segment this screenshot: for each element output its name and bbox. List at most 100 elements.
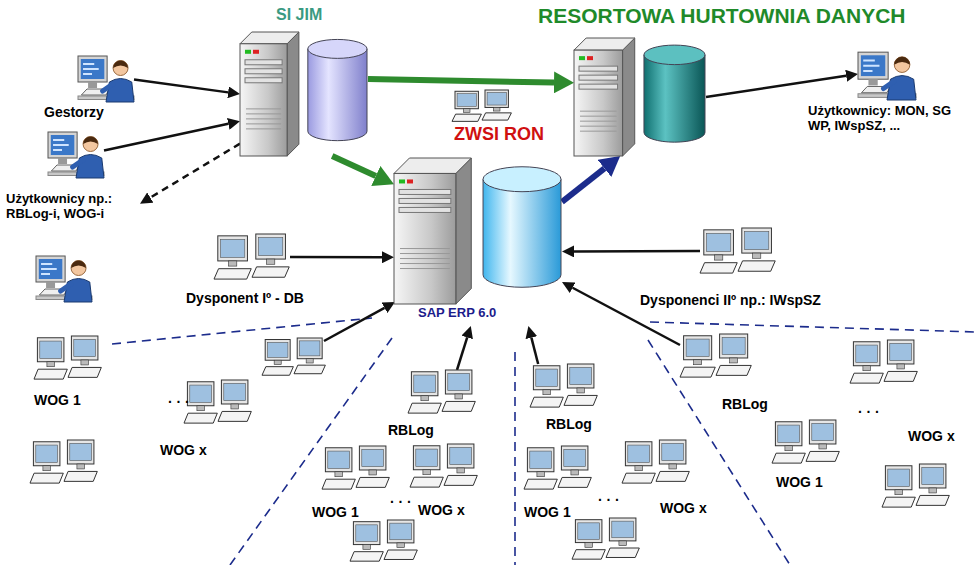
drive-bay xyxy=(579,75,618,80)
keyboard xyxy=(572,550,605,559)
workstation-icon xyxy=(34,336,102,380)
monitor-screen xyxy=(706,233,730,251)
workstation-icon xyxy=(572,518,639,559)
workstation-icon xyxy=(530,364,598,408)
monitor-stand xyxy=(306,359,313,363)
monitor-screen xyxy=(536,369,558,386)
monitor-stand xyxy=(929,488,936,493)
workstation-icon xyxy=(882,464,949,507)
monitor xyxy=(78,56,107,82)
keyboard xyxy=(34,369,67,379)
node-label: WOG 1 xyxy=(34,392,81,408)
keyboard xyxy=(656,471,689,481)
monitor xyxy=(218,236,248,261)
monitor-screen xyxy=(722,337,745,354)
monitor xyxy=(533,366,560,390)
monitor xyxy=(36,256,65,282)
keyboard xyxy=(772,453,805,463)
monitor-screen xyxy=(36,445,58,462)
sector-divider xyxy=(514,352,516,565)
keyboard xyxy=(882,497,915,507)
sector-divider xyxy=(648,340,790,565)
monitor-screen xyxy=(267,342,287,357)
monitor xyxy=(67,440,94,464)
keyboard xyxy=(530,397,563,407)
monitor xyxy=(71,336,98,360)
monitor xyxy=(445,370,472,394)
monitor xyxy=(885,466,912,490)
workstation-icon xyxy=(322,446,390,490)
workstation-icon xyxy=(680,334,752,378)
monitor xyxy=(858,52,888,79)
flow-arrow xyxy=(574,250,700,253)
server-top xyxy=(574,38,635,50)
monitor-stand xyxy=(619,541,626,546)
keyboard xyxy=(68,367,101,377)
node-label: WOG 1 xyxy=(312,504,359,520)
user-node: Użytkownicy np.: RBLog-i, WOG-i xyxy=(4,126,140,234)
monitor-stand xyxy=(669,464,676,469)
workstation-icon xyxy=(772,420,840,464)
keyboard xyxy=(350,552,383,561)
workstation-node: WOG x xyxy=(156,378,256,468)
flow-arrow xyxy=(531,338,538,364)
vent-line xyxy=(246,118,281,119)
keyboard xyxy=(64,471,97,481)
monitor-stand xyxy=(694,360,702,365)
monitor xyxy=(48,132,77,158)
monitor-stand xyxy=(863,366,870,371)
screen-detail xyxy=(53,140,69,150)
monitor-stand xyxy=(266,259,274,264)
monitor xyxy=(359,446,386,470)
workstation-node: WOG 1 xyxy=(768,418,848,494)
monitor-screen xyxy=(457,94,476,107)
user-node: Użytkownicy: MON, SG WP, IWspSZ, ... xyxy=(806,46,976,156)
workstation-node: WOG x xyxy=(406,442,486,522)
flow-arrow xyxy=(368,79,554,82)
monitor xyxy=(221,380,248,404)
vent-line xyxy=(580,126,617,127)
monitor-stand xyxy=(88,82,97,88)
keyboard xyxy=(444,475,477,485)
monitor-screen xyxy=(81,59,105,79)
monitor xyxy=(704,230,734,255)
workstation-node: Dysponenci IIº np.: IWspSZ xyxy=(636,226,868,314)
keyboard xyxy=(524,479,557,489)
vent-line xyxy=(246,108,281,109)
drive-bay xyxy=(399,198,451,203)
monitor-screen xyxy=(487,92,506,105)
monitor xyxy=(265,340,290,361)
workstation-icon xyxy=(184,380,252,424)
sector-divider xyxy=(112,318,372,344)
node-label: WOG 1 xyxy=(524,504,571,520)
node-label: WOG x xyxy=(660,500,707,516)
monitor xyxy=(37,338,64,362)
vent-line xyxy=(400,258,450,259)
monitor-screen xyxy=(299,341,319,356)
vent-line xyxy=(246,123,281,124)
monitor-stand xyxy=(58,158,67,164)
monitor xyxy=(33,442,60,466)
server-light xyxy=(407,179,413,183)
drive-bay xyxy=(399,189,451,194)
flow-arrow xyxy=(332,156,376,176)
node-label: Użytkownicy np.: RBLog-i, WOG-i xyxy=(6,192,138,222)
monitor-stand xyxy=(369,470,376,475)
keyboard xyxy=(384,550,417,559)
server-front xyxy=(574,50,623,156)
workstation-icon xyxy=(30,440,97,483)
monitor-screen xyxy=(890,343,912,360)
monitor-screen xyxy=(220,239,244,257)
server-node: SI JIM xyxy=(236,6,370,158)
node-label: Użytkownicy: MON, SG WP, IWspSZ, ... xyxy=(808,104,974,134)
monitor-stand xyxy=(537,472,544,477)
person-body xyxy=(64,279,92,303)
user-icon xyxy=(48,128,104,178)
monitor-stand xyxy=(463,109,470,113)
user-node: Gestorzy xyxy=(40,50,140,122)
monitor-screen xyxy=(662,443,684,460)
ellipsis-label: · · · xyxy=(168,394,190,410)
